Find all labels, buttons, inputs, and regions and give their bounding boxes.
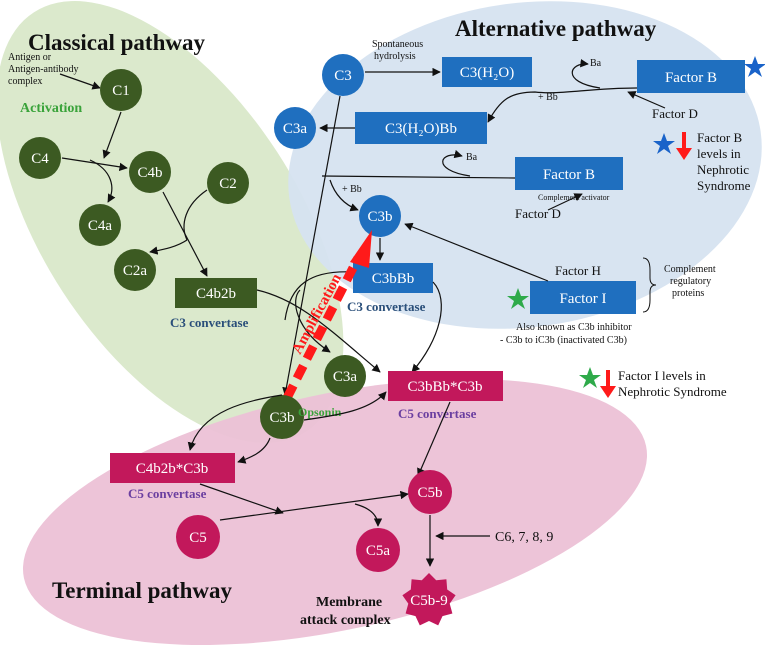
terminal-pathway-region	[22, 378, 648, 646]
svg-text:C3a: C3a	[333, 369, 358, 385]
svg-text:C4b: C4b	[137, 165, 162, 181]
mac-label-line1: Membrane	[316, 595, 382, 610]
classical-pathway-region	[0, 1, 344, 443]
bb-mid-label: + Bb	[342, 184, 362, 195]
c3b-center-node: C3b	[260, 395, 304, 439]
factor-i-star-icon	[507, 288, 529, 309]
factor-i-levels-star-icon	[579, 367, 601, 388]
ba-top-label: Ba	[590, 58, 602, 69]
c3bbb-box: C3bBb	[353, 263, 433, 293]
svg-text:C3b: C3b	[269, 410, 294, 426]
c5-convertase-right-label: C5 convertase	[398, 406, 477, 421]
antigen-label-line3: complex	[8, 76, 42, 87]
c3b-alt-node: C3b	[359, 195, 401, 237]
factor-b-levels-line3: Nephrotic	[697, 162, 749, 177]
mac-label-line2: attack complex	[300, 613, 391, 628]
bb-top-label: + Bb	[538, 92, 558, 103]
regulatory-label-line1: Complement	[664, 264, 716, 275]
c5b-node: C5b	[408, 470, 452, 514]
svg-text:C3(H₂O)Bb: C3(H₂O)Bb	[385, 121, 457, 137]
regulatory-brace	[642, 257, 657, 313]
terminal-pathway-title: Terminal pathway	[52, 578, 232, 603]
c2-node: C2	[207, 162, 249, 204]
c5b9-node: C5b-9	[402, 573, 456, 626]
c1-node: C1	[100, 69, 142, 111]
svg-text:C4: C4	[31, 151, 49, 167]
svg-text:C5b: C5b	[417, 485, 442, 501]
inhibitor-label-line2: - C3b to iC3b (inactivated C3b)	[500, 335, 627, 346]
antigen-label-line1: Antigen or	[8, 52, 52, 63]
svg-text:C5a: C5a	[366, 543, 391, 559]
factor-b-levels-line2: levels in	[697, 146, 741, 161]
c4b-node: C4b	[129, 151, 171, 193]
svg-text:Factor I: Factor I	[559, 291, 606, 307]
c2a-node: C2a	[114, 249, 156, 291]
spontaneous-label-line2: hydrolysis	[374, 51, 416, 62]
svg-text:C2: C2	[219, 176, 237, 192]
factor-b-levels-line4: Syndrome	[697, 178, 751, 193]
factor-i-levels-line1: Factor I levels in	[618, 368, 706, 383]
svg-text:C2a: C2a	[123, 263, 148, 279]
svg-text:C5: C5	[189, 530, 207, 546]
classical-c3-convertase-label: C3 convertase	[170, 315, 249, 330]
c3a-center-node: C3a	[324, 355, 366, 397]
factor-b-levels-star-icon	[653, 133, 675, 154]
factor-b-mid-box: Factor B	[515, 157, 623, 190]
regulatory-label-line3: proteins	[672, 288, 704, 299]
svg-text:C3bBb*C3b: C3bBb*C3b	[407, 379, 482, 395]
svg-text:C3bBb: C3bBb	[372, 271, 415, 287]
svg-text:C3a: C3a	[283, 121, 308, 137]
svg-text:Factor B: Factor B	[543, 167, 595, 183]
svg-text:C3: C3	[334, 68, 352, 84]
c3a-alt-node: C3a	[274, 107, 316, 149]
svg-text:Factor B: Factor B	[665, 70, 717, 86]
c3h2obb-box: C3(H₂O)Bb	[355, 112, 487, 144]
factor-i-levels-line2: Nephrotic Syndrome	[618, 384, 727, 399]
classical-pathway-title: Classical pathway	[28, 30, 205, 55]
factor-b-down-arrow-icon	[676, 132, 692, 160]
svg-text:C3b: C3b	[367, 209, 392, 225]
ba-mid-label: Ba	[466, 152, 478, 163]
c5a-node: C5a	[356, 528, 400, 572]
factor-i-down-arrow-icon	[600, 370, 616, 398]
c4a-node: C4a	[79, 204, 121, 246]
c4-node: C4	[19, 137, 61, 179]
svg-text:C3(H₂O): C3(H₂O)	[460, 65, 514, 81]
c5-node: C5	[176, 515, 220, 559]
inhibitor-label-line1: Also known as C3b inhibitor	[516, 322, 632, 333]
opsonin-label: Opsonin	[298, 405, 342, 419]
c4b2b-c3b-box: C4b2b*C3b	[110, 453, 235, 483]
factor-d-mid-label: Factor D	[515, 206, 561, 221]
svg-text:C1: C1	[112, 83, 130, 99]
spontaneous-label-line1: Spontaneous	[372, 39, 423, 50]
c3-node: C3	[322, 54, 364, 96]
alternative-pathway-title: Alternative pathway	[455, 16, 657, 41]
amplification-arrow	[282, 230, 372, 401]
c6789-label: C6, 7, 8, 9	[495, 530, 553, 545]
factor-i-box: Factor I	[530, 281, 636, 314]
factor-h-label: Factor H	[555, 263, 601, 278]
svg-text:C5b-9: C5b-9	[410, 593, 448, 609]
c3bbb-c3b-box: C3bBb*C3b	[388, 371, 503, 401]
c3h2o-box: C3(H₂O)	[442, 57, 532, 87]
factor-b-levels-line1: Factor B	[697, 130, 742, 145]
svg-text:C4b2b*C3b: C4b2b*C3b	[136, 461, 209, 477]
svg-text:C4b2b: C4b2b	[196, 286, 236, 302]
c5-convertase-left-label: C5 convertase	[128, 486, 207, 501]
activation-label: Activation	[20, 101, 82, 116]
svg-text:C4a: C4a	[88, 218, 113, 234]
factor-b-top-box: Factor B	[637, 60, 745, 93]
factor-d-top-label: Factor D	[652, 106, 698, 121]
regulatory-label-line2: regulatory	[670, 276, 711, 287]
c4b2b-node: C4b2b	[175, 278, 257, 308]
alternative-c3-convertase-label: C3 convertase	[347, 299, 426, 314]
factor-b-star-icon	[744, 56, 765, 77]
antigen-label-line2: Antigen-antibody	[8, 64, 79, 75]
